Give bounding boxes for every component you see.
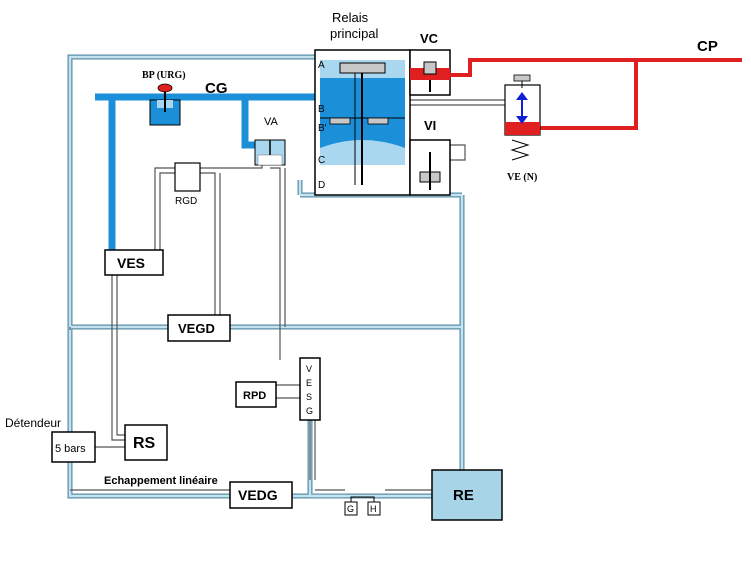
detendeur-label: Détendeur (5, 416, 61, 430)
chamber-b2-label: B' (318, 123, 327, 134)
vegd-box (167, 314, 231, 342)
vc-valve (409, 49, 451, 96)
five-bars-label: 5 bars (55, 443, 86, 455)
relais-label-1: Relais (332, 10, 369, 25)
rpd-box (235, 381, 277, 408)
cp-label: CP (697, 38, 718, 55)
h-label: H (370, 504, 377, 514)
vesg-letter-2: E (306, 378, 312, 388)
vi-valve (409, 139, 451, 196)
vegd-label: VEGD (178, 321, 215, 336)
vesg-letter-1: V (306, 364, 312, 374)
ves-label: VES (117, 255, 145, 271)
relais-label-2: principal (330, 26, 379, 41)
re-box (431, 469, 503, 521)
vesg-letter-3: S (306, 392, 312, 402)
vesg-box (299, 357, 321, 421)
cg-label: CG (205, 80, 228, 97)
thin-pipes (69, 99, 511, 491)
bp-label: BP (URG) (142, 70, 186, 81)
relais-principal (314, 49, 411, 196)
chamber-d-label: D (318, 180, 325, 191)
bp-urg-valve (149, 83, 181, 126)
va-label: VA (264, 116, 279, 128)
vc-label: VC (420, 31, 439, 46)
vesg-letter-4: G (306, 406, 313, 416)
ve-valve (504, 74, 541, 161)
ve-label: VE (N) (507, 172, 537, 183)
cp-pipe (450, 58, 742, 130)
vedg-box (229, 481, 293, 509)
chamber-a-label: A (318, 60, 325, 71)
gh-connector (350, 496, 375, 502)
rpd-label: RPD (243, 390, 266, 402)
ves-box (104, 249, 164, 276)
rgd-label: RGD (175, 196, 197, 207)
rs-box (124, 424, 168, 461)
rs-label: RS (133, 435, 156, 452)
g-label: G (347, 504, 354, 514)
va-valve (254, 139, 286, 166)
vi-label: VI (424, 118, 436, 133)
re-label: RE (453, 487, 474, 504)
chamber-b-label: B (318, 104, 325, 115)
rgd-box (174, 162, 201, 192)
echappement-label: Echappement linéaire (104, 475, 218, 487)
vedg-label: VEDG (238, 487, 278, 503)
chamber-c-label: C (318, 155, 325, 166)
detendeur-box (51, 431, 96, 463)
